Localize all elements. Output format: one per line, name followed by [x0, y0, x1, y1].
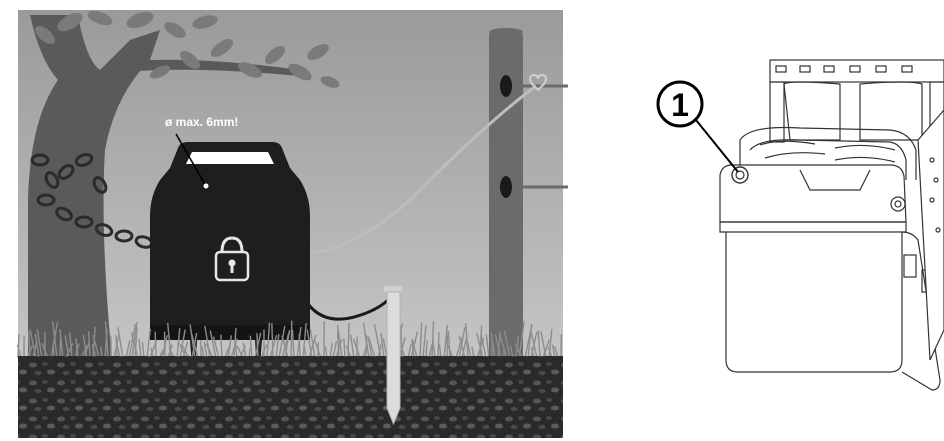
grass-blade: [53, 345, 54, 358]
callout-number-leader: [696, 120, 738, 172]
insulator-top: [500, 75, 512, 97]
installation-illustration: ø max. 6mm!: [0, 0, 580, 441]
side-panel: [918, 110, 944, 360]
installation-scene: ø max. 6mm!: [0, 0, 580, 441]
grass-blade: [438, 332, 439, 358]
battery-box-body: [720, 165, 940, 390]
device-drawing-panel: 1: [640, 0, 944, 441]
callout-badge: 1: [658, 82, 702, 126]
device-line-drawing: 1: [640, 0, 944, 441]
callout-point: [204, 184, 209, 189]
callout-number: 1: [671, 87, 689, 123]
grass-blade: [116, 335, 117, 358]
grass-blade: [299, 334, 300, 358]
grass-blade: [291, 321, 292, 358]
insulator-bottom: [500, 176, 512, 198]
cable-diameter-note: ø max. 6mm!: [165, 115, 238, 129]
ground-stake: [384, 286, 402, 424]
grass-blade: [155, 332, 156, 358]
soil: [18, 356, 563, 438]
